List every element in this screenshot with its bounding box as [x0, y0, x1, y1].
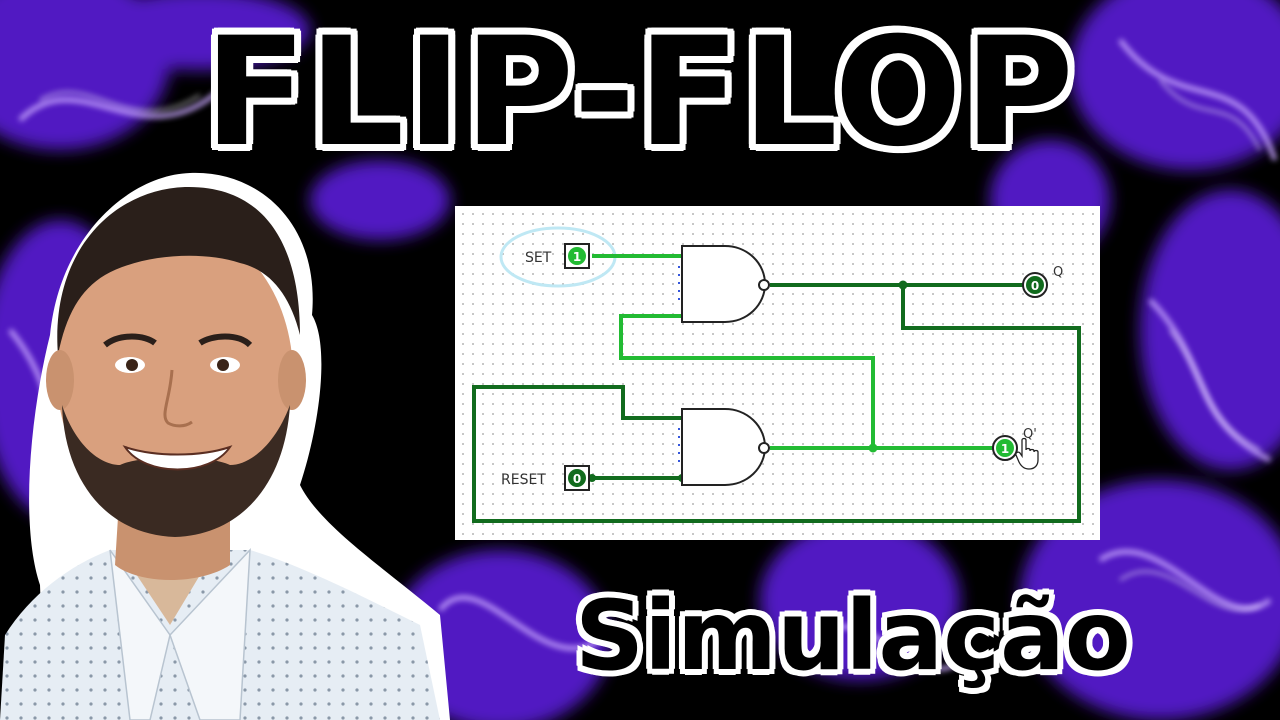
set-label: SET	[525, 250, 552, 266]
junction-q	[898, 280, 908, 290]
junction-qnot	[868, 443, 878, 453]
reset-input-pin[interactable]: 0	[564, 465, 590, 491]
circuit-canvas[interactable]: SET 1 RESET 0 0 Q 1 Q'	[455, 206, 1100, 540]
wire-q-feedback	[472, 285, 1081, 523]
subtitle: Simulação	[575, 580, 1131, 692]
q-output-pin: 0	[1022, 272, 1048, 298]
nand-gate-bottom[interactable]	[678, 408, 770, 486]
wire-qnot-feedback	[619, 314, 875, 448]
set-value: 1	[573, 250, 581, 264]
presenter-photo	[0, 172, 450, 720]
qnot-output-pin: 1	[992, 435, 1018, 461]
reset-label: RESET	[501, 472, 546, 488]
sr-latch-diagram: SET 1 RESET 0 0 Q 1 Q'	[472, 226, 1081, 523]
qnot-label: Q'	[1023, 427, 1037, 442]
qnot-value: 1	[1001, 442, 1009, 456]
q-label: Q	[1053, 265, 1063, 280]
reset-value: 0	[573, 472, 581, 486]
q-value: 0	[1031, 279, 1039, 293]
nand-gate-top[interactable]	[678, 245, 770, 323]
hand-cursor-icon	[1015, 437, 1039, 470]
main-title: FLIP-FLOP	[204, 6, 1076, 180]
set-input-pin[interactable]: 1	[564, 243, 590, 269]
